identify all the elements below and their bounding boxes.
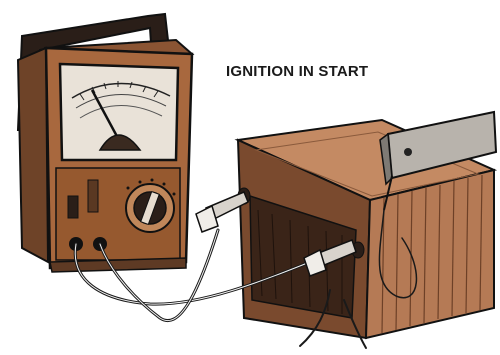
battery-icon [238,112,496,338]
multimeter-icon [18,14,192,272]
